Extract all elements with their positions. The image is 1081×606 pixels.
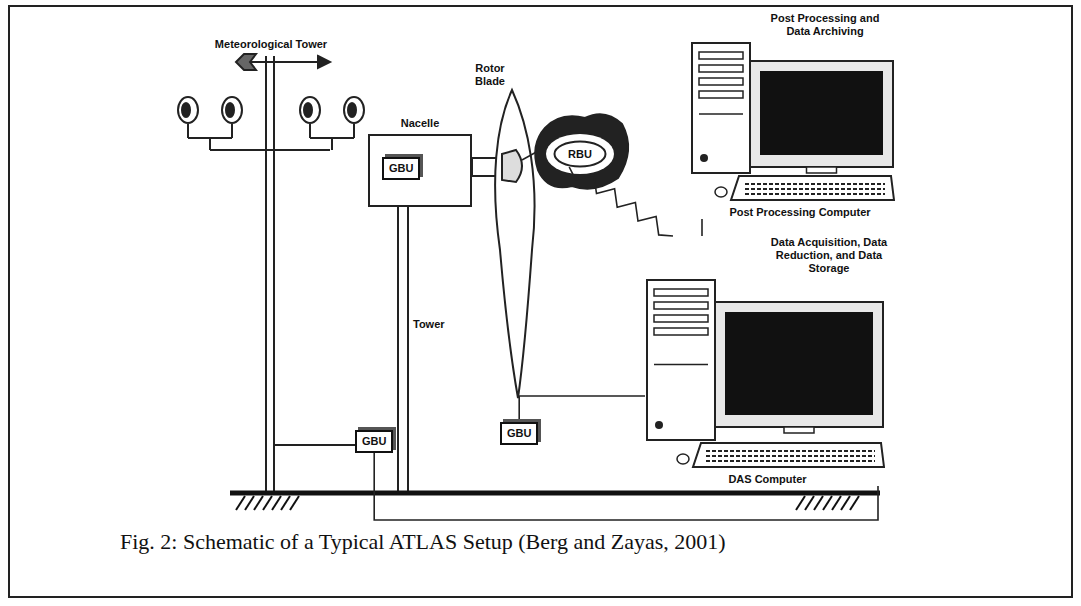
computer-icon xyxy=(645,279,885,469)
nacelle-box: NacelleGBU xyxy=(368,117,472,207)
rotor xyxy=(472,90,628,398)
label-holder: Meteorological Tower xyxy=(186,38,356,51)
meteorological-tower xyxy=(178,54,364,493)
unit-label: GBU xyxy=(389,162,413,175)
computer-station: Data Acquisition, Data Reduction, and Da… xyxy=(645,236,890,486)
label-holder: Tower xyxy=(413,318,463,331)
part-label: Meteorological Tower xyxy=(186,38,356,51)
computer-icon xyxy=(690,42,895,202)
caption-holder: Fig. 2: Schematic of a Typical ATLAS Set… xyxy=(120,529,726,555)
computer-name: DAS Computer xyxy=(728,473,806,486)
computer-station: Post Processing and Data ArchivingPost P… xyxy=(690,12,910,219)
function-label: Data Acquisition, Data Reduction, and Da… xyxy=(768,236,890,275)
label-holder: Rotor Blade xyxy=(468,62,512,88)
figure-frame xyxy=(9,6,1072,597)
computer-name: Post Processing Computer xyxy=(729,206,870,219)
rotor-unit-oval: RBU xyxy=(553,140,607,168)
signal-cable xyxy=(701,219,703,236)
ground xyxy=(230,493,880,510)
signal-cable xyxy=(519,396,645,422)
figure-caption: Fig. 2: Schematic of a Typical ATLAS Set… xyxy=(120,529,726,555)
unit-label: GBU xyxy=(362,435,386,448)
part-label: Rotor Blade xyxy=(468,62,512,88)
ground-unit-box: GBU xyxy=(500,422,538,445)
nacelle-label: Nacelle xyxy=(368,117,472,130)
computer-figure xyxy=(690,42,895,202)
unit-label: GBU xyxy=(507,427,531,440)
computer-figure xyxy=(645,279,885,469)
wireless-link xyxy=(569,167,673,236)
function-label: Post Processing and Data Archiving xyxy=(770,12,880,38)
unit-label: RBU xyxy=(568,148,592,161)
ground-unit-box: GBU xyxy=(355,430,393,453)
part-label: Tower xyxy=(413,318,463,331)
ground-unit-box: GBU xyxy=(382,157,420,180)
turbine-tower xyxy=(398,206,408,493)
